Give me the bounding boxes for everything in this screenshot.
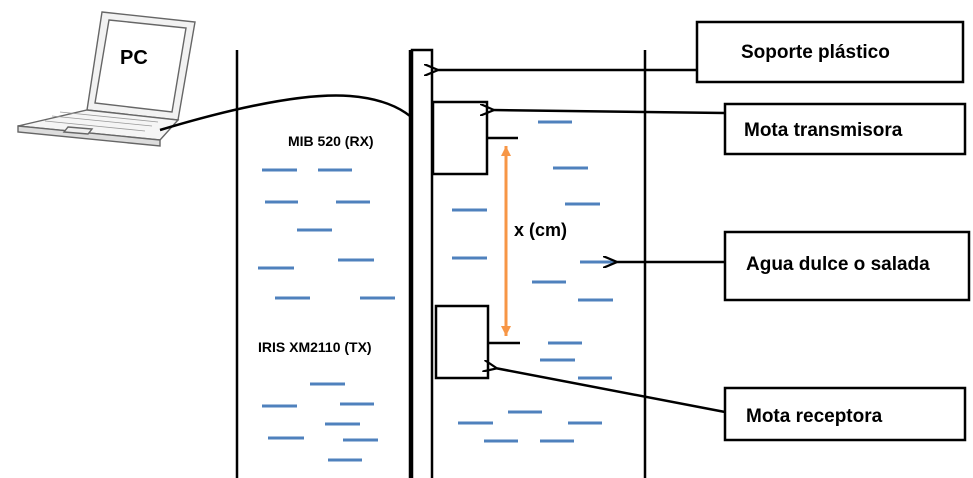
tx-label: IRIS XM2110 (TX) <box>258 339 372 355</box>
pc-label: PC <box>120 47 148 69</box>
transmitter-mote <box>431 100 489 176</box>
support-label: Soporte plástico <box>741 42 890 63</box>
distance-label: x (cm) <box>514 220 567 240</box>
receiver-arrow <box>495 368 726 414</box>
support-callout-box <box>695 20 965 84</box>
water-right <box>452 120 615 443</box>
transmitter-callout-box <box>723 102 967 156</box>
receiver-label: Mota receptora <box>746 406 883 427</box>
receiver-mote <box>434 304 490 380</box>
water-left <box>258 168 395 462</box>
receiver-callout-box <box>723 386 967 442</box>
plastic-support <box>410 48 434 478</box>
transmitter-arrow <box>492 110 726 113</box>
water-callout-box <box>723 230 971 302</box>
water-label: Agua dulce o salada <box>746 254 930 275</box>
transmitter-label: Mota transmisora <box>744 120 903 141</box>
laptop-icon <box>17 11 196 147</box>
rx-label: MIB 520 (RX) <box>288 133 374 149</box>
